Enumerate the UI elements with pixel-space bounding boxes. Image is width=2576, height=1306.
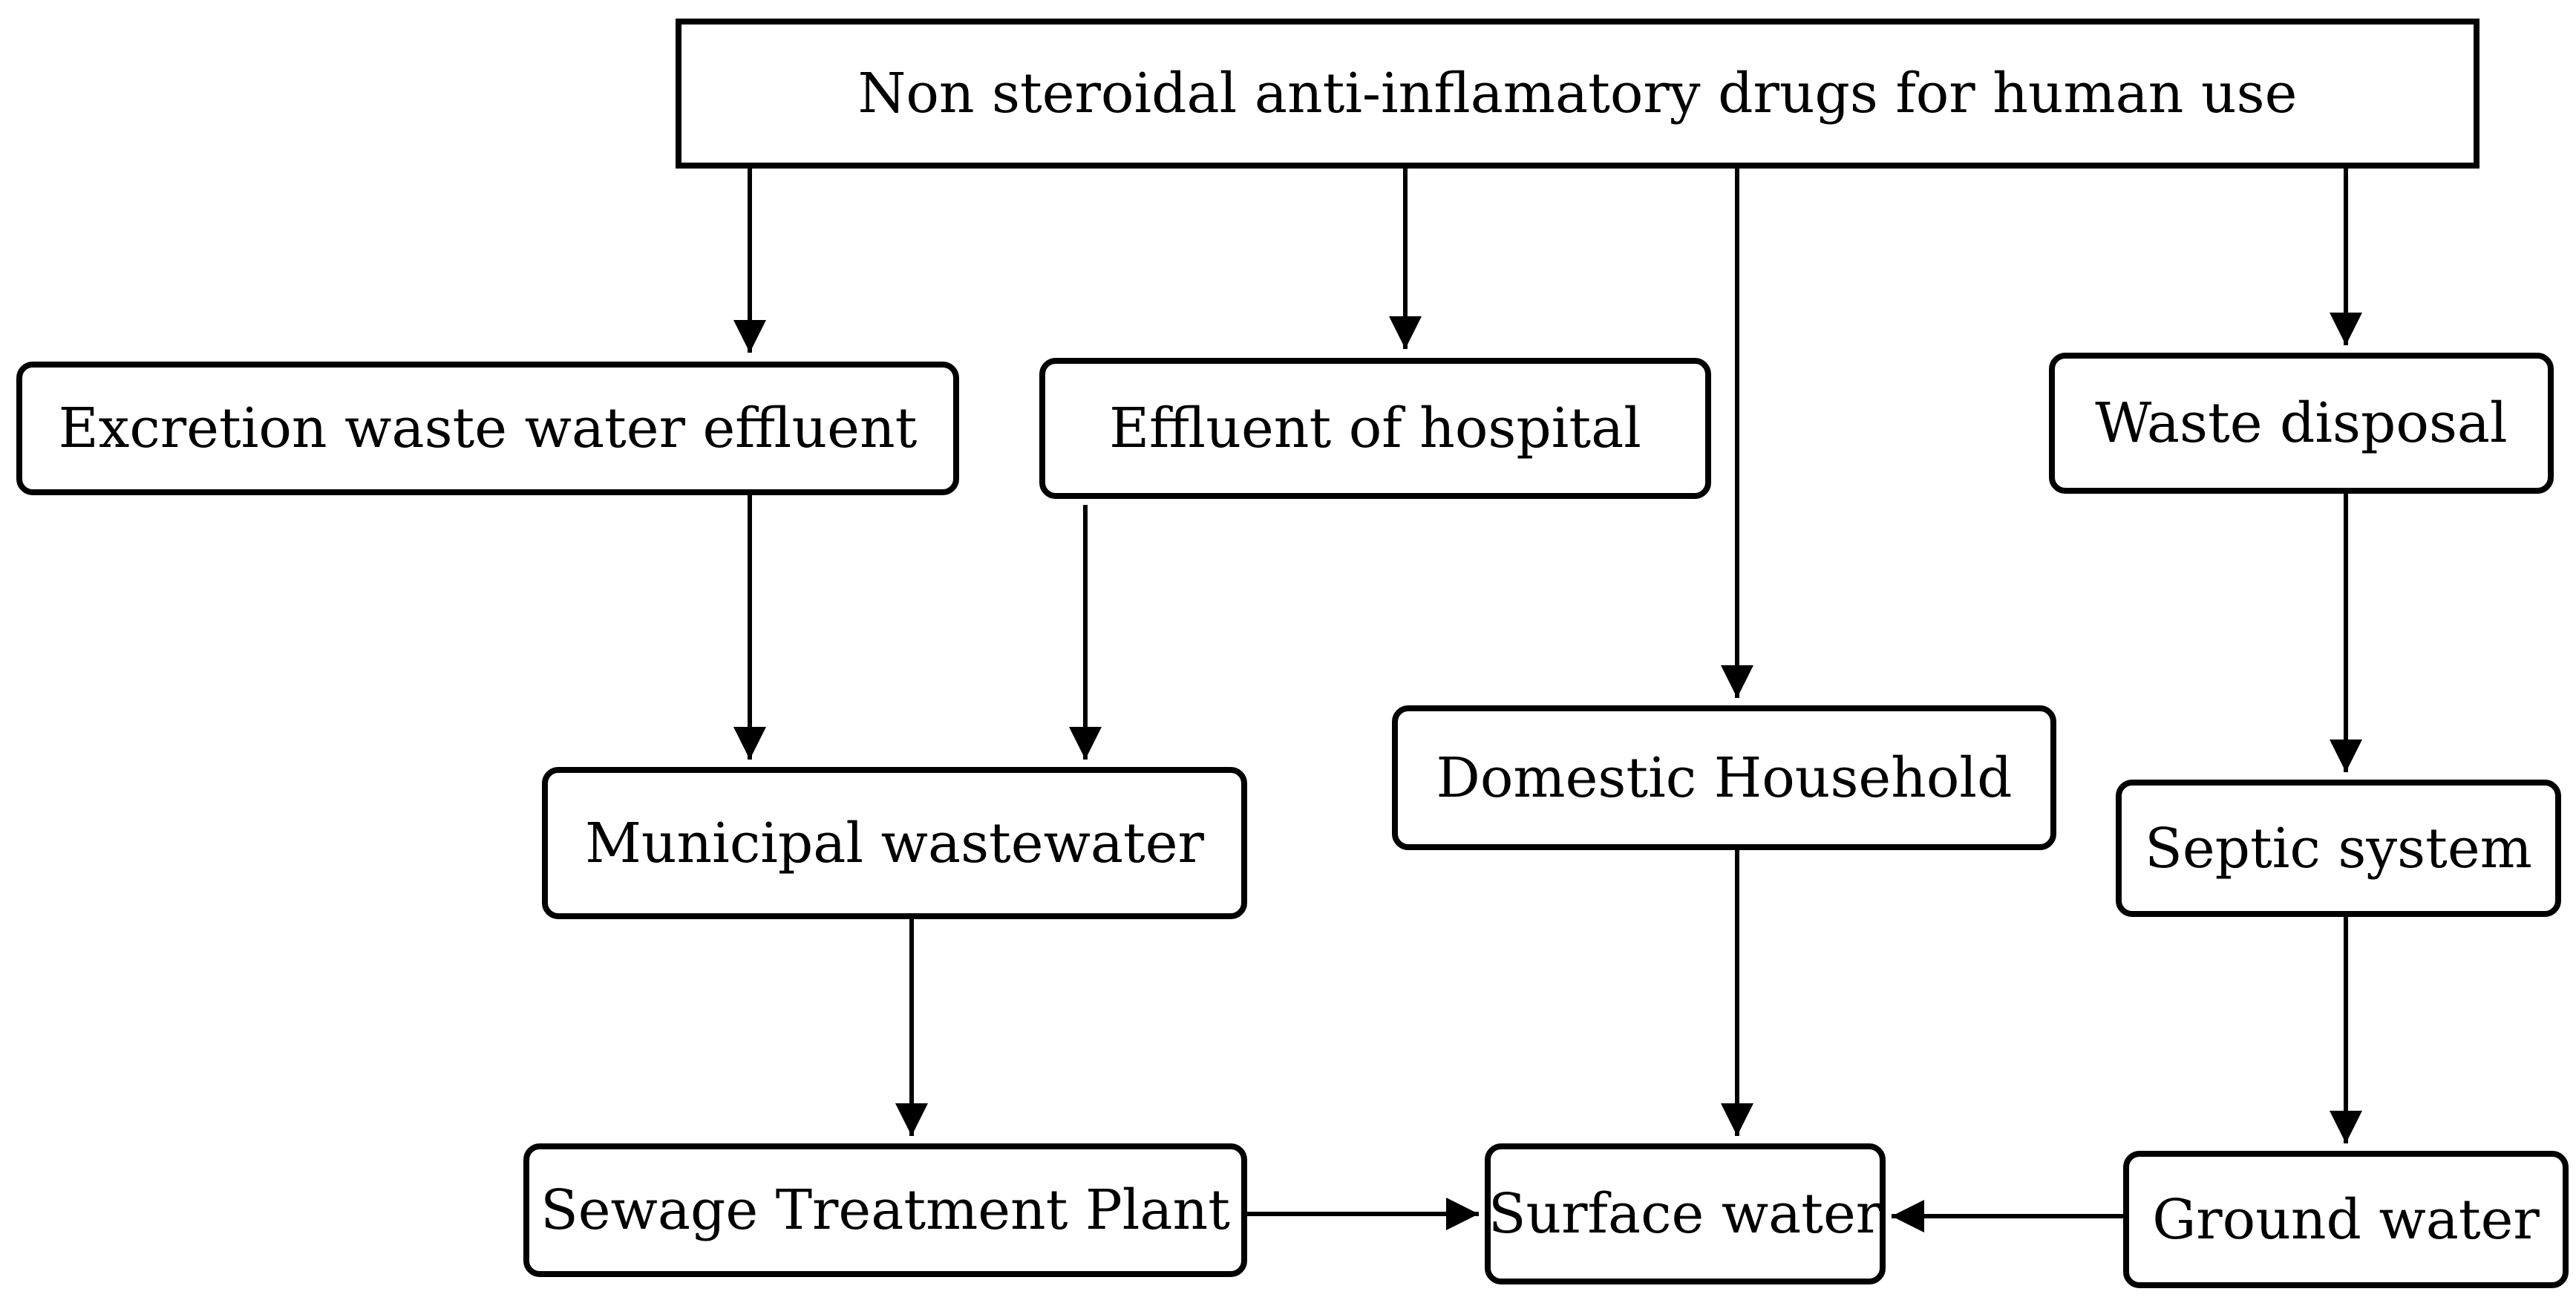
node-waste-disposal: Waste disposal [2049,353,2554,494]
node-label: Ground water [2152,1187,2540,1252]
node-label: Septic system [2145,816,2532,881]
node-label: Domestic Household [1436,745,2013,810]
node-label: Sewage Treatment Plant [540,1178,1230,1242]
node-label: Non steroidal anti-inflamatory drugs for… [857,62,2298,125]
node-hospital-effluent: Effluent of hospital [1039,358,1711,499]
node-ground-water: Ground water [2123,1151,2569,1288]
node-domestic-household: Domestic Household [1392,705,2056,850]
node-excretion-effluent: Excretion waste water effluent [16,362,959,495]
node-label: Effluent of hospital [1109,396,1641,460]
node-septic-system: Septic system [2116,780,2561,917]
node-label: Municipal wastewater [585,811,1204,875]
node-sewage-treatment-plant: Sewage Treatment Plant [523,1143,1247,1277]
node-surface-water: Surface water [1485,1143,1886,1284]
node-label: Excretion waste water effluent [58,396,918,460]
edge-group [733,169,2362,1232]
node-label: Waste disposal [2095,391,2508,455]
node-nsaids-source: Non steroidal anti-inflamatory drugs for… [676,19,2479,169]
node-municipal-wastewater: Municipal wastewater [542,767,1247,919]
node-label: Surface water [1488,1182,1883,1246]
